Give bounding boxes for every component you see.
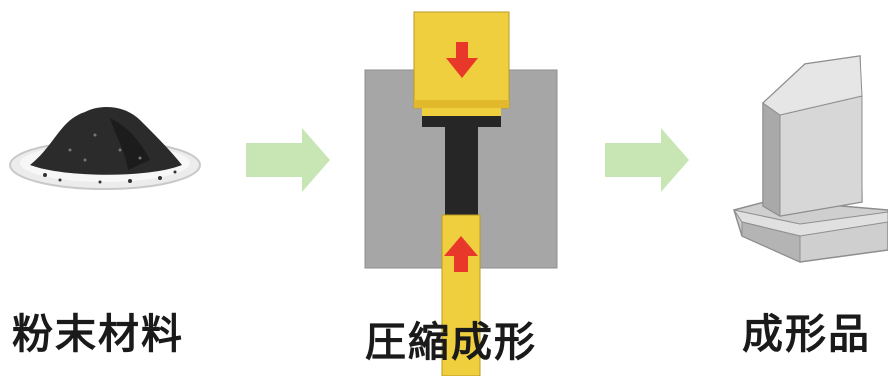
molded-part-icon: [732, 55, 888, 263]
step-label-molded-product: 成形品: [742, 310, 871, 358]
powder-pile-icon: [9, 107, 201, 190]
step-label-compression-molding: 圧縮成形: [365, 318, 537, 366]
compression-die-icon: [364, 11, 558, 376]
process-arrow-1: [246, 128, 330, 192]
step-label-powder-material: 粉末材料: [12, 310, 184, 358]
process-arrow-2: [605, 128, 689, 192]
